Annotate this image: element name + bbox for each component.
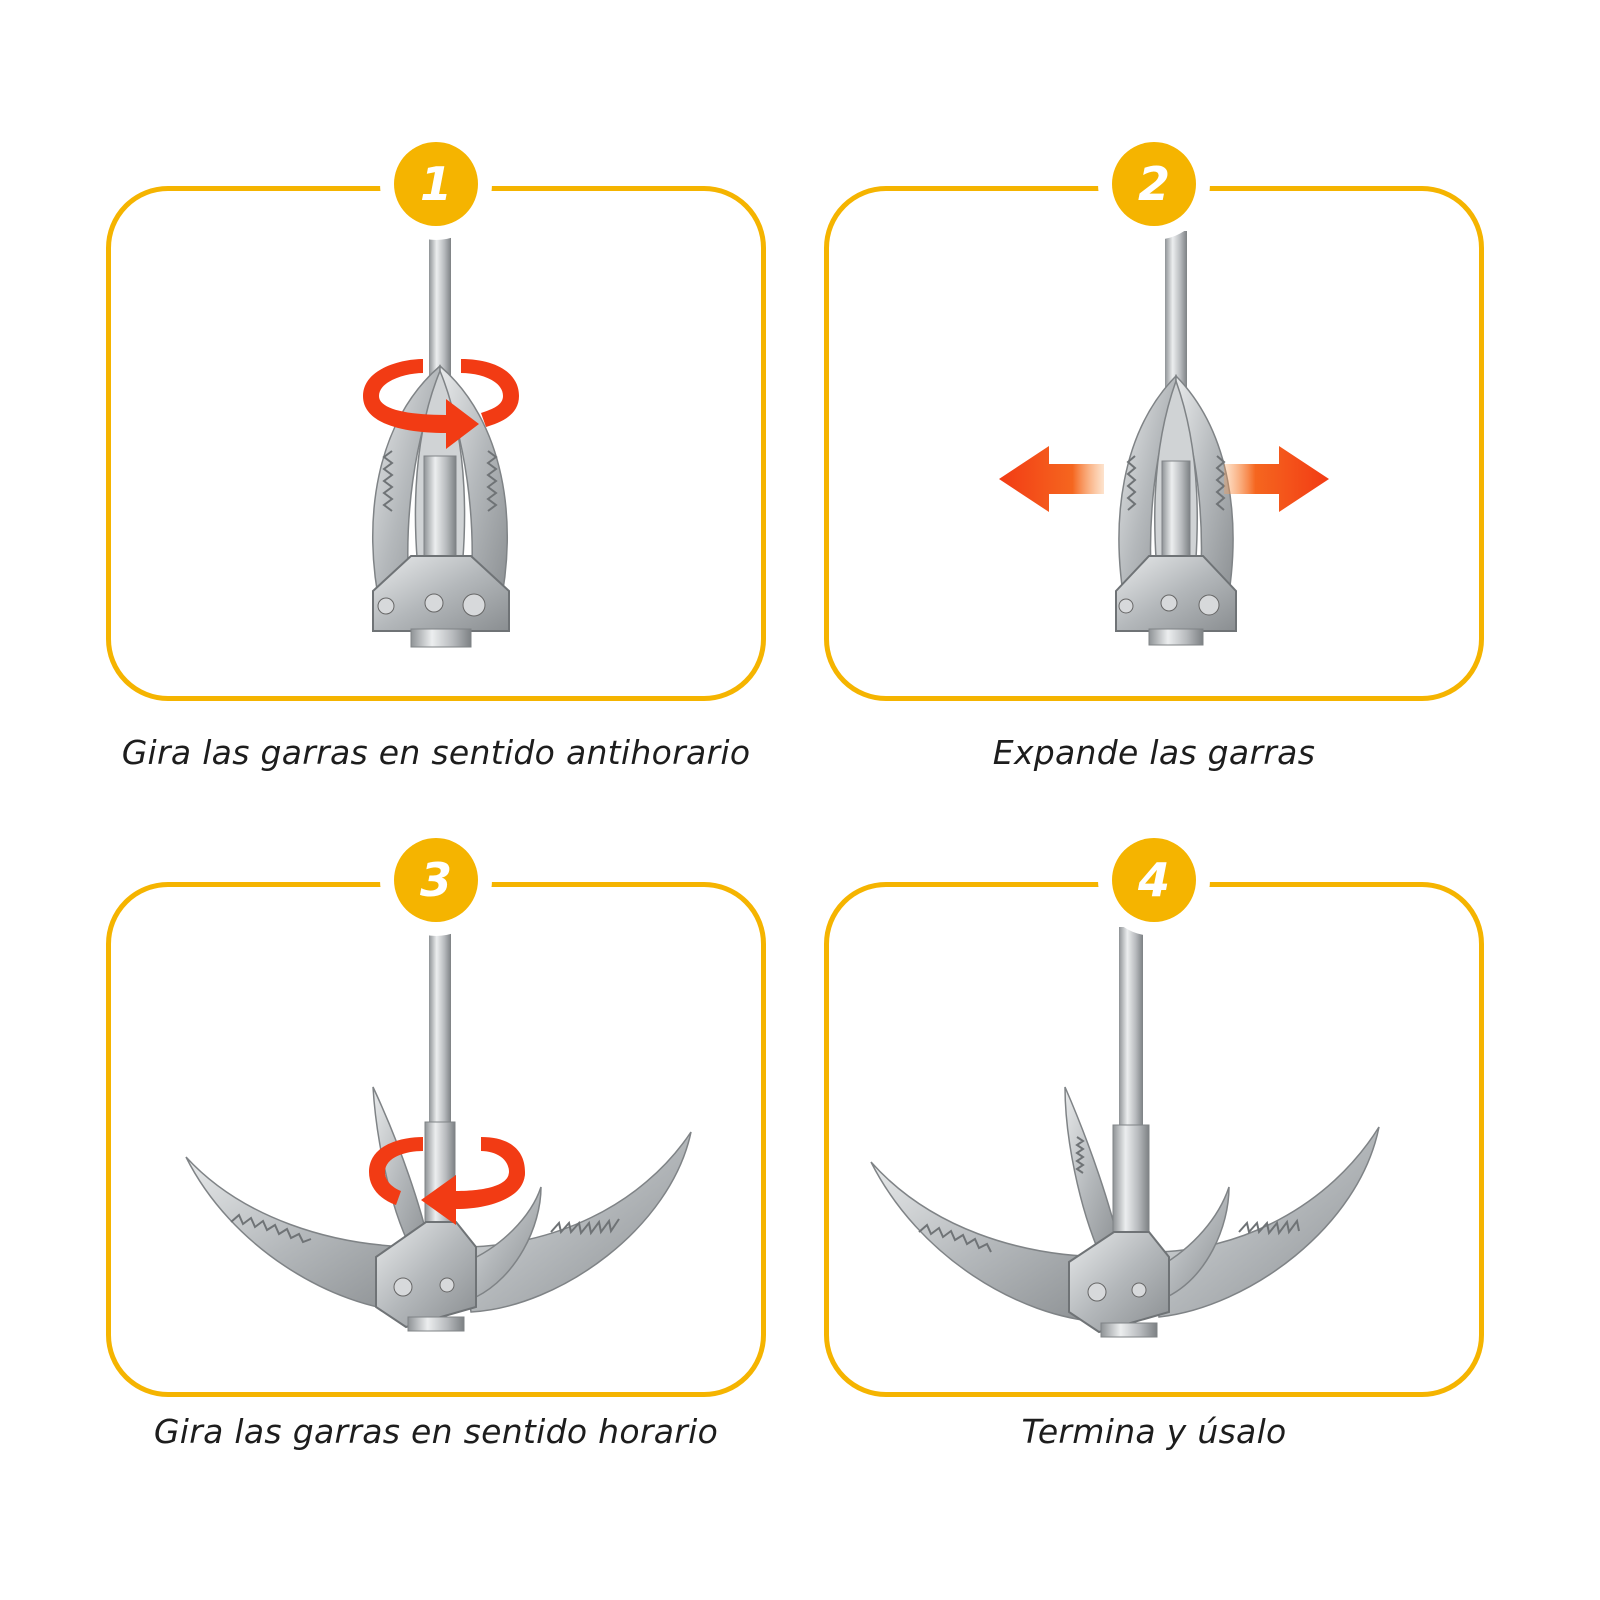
step-4-badge: 4 [1112,838,1196,922]
closed-anchor-illustration [363,231,519,648]
step-3-panel [106,882,766,1397]
step-4-caption: Termina y úsalo [1021,1412,1287,1451]
step-3-badge: 3 [394,838,478,922]
rotate-counterclockwise-icon [363,359,519,449]
step-2-panel [824,186,1484,701]
step-4-panel [824,882,1484,1397]
expand-arrows-icon [999,446,1329,512]
closed-anchor-illustration [999,231,1329,646]
step-2-badge: 2 [1112,142,1196,226]
step-1-caption: Gira las garras en sentido antihorario [121,733,751,772]
step-1-panel [106,186,766,701]
open-anchor-illustration [185,927,692,1332]
rotate-clockwise-icon [369,1137,525,1225]
step-2-caption: Expande las garras [992,733,1316,772]
step-3-caption: Gira las garras en sentido horario [153,1412,719,1451]
open-anchor-illustration [870,927,1380,1338]
step-1-badge: 1 [394,142,478,226]
